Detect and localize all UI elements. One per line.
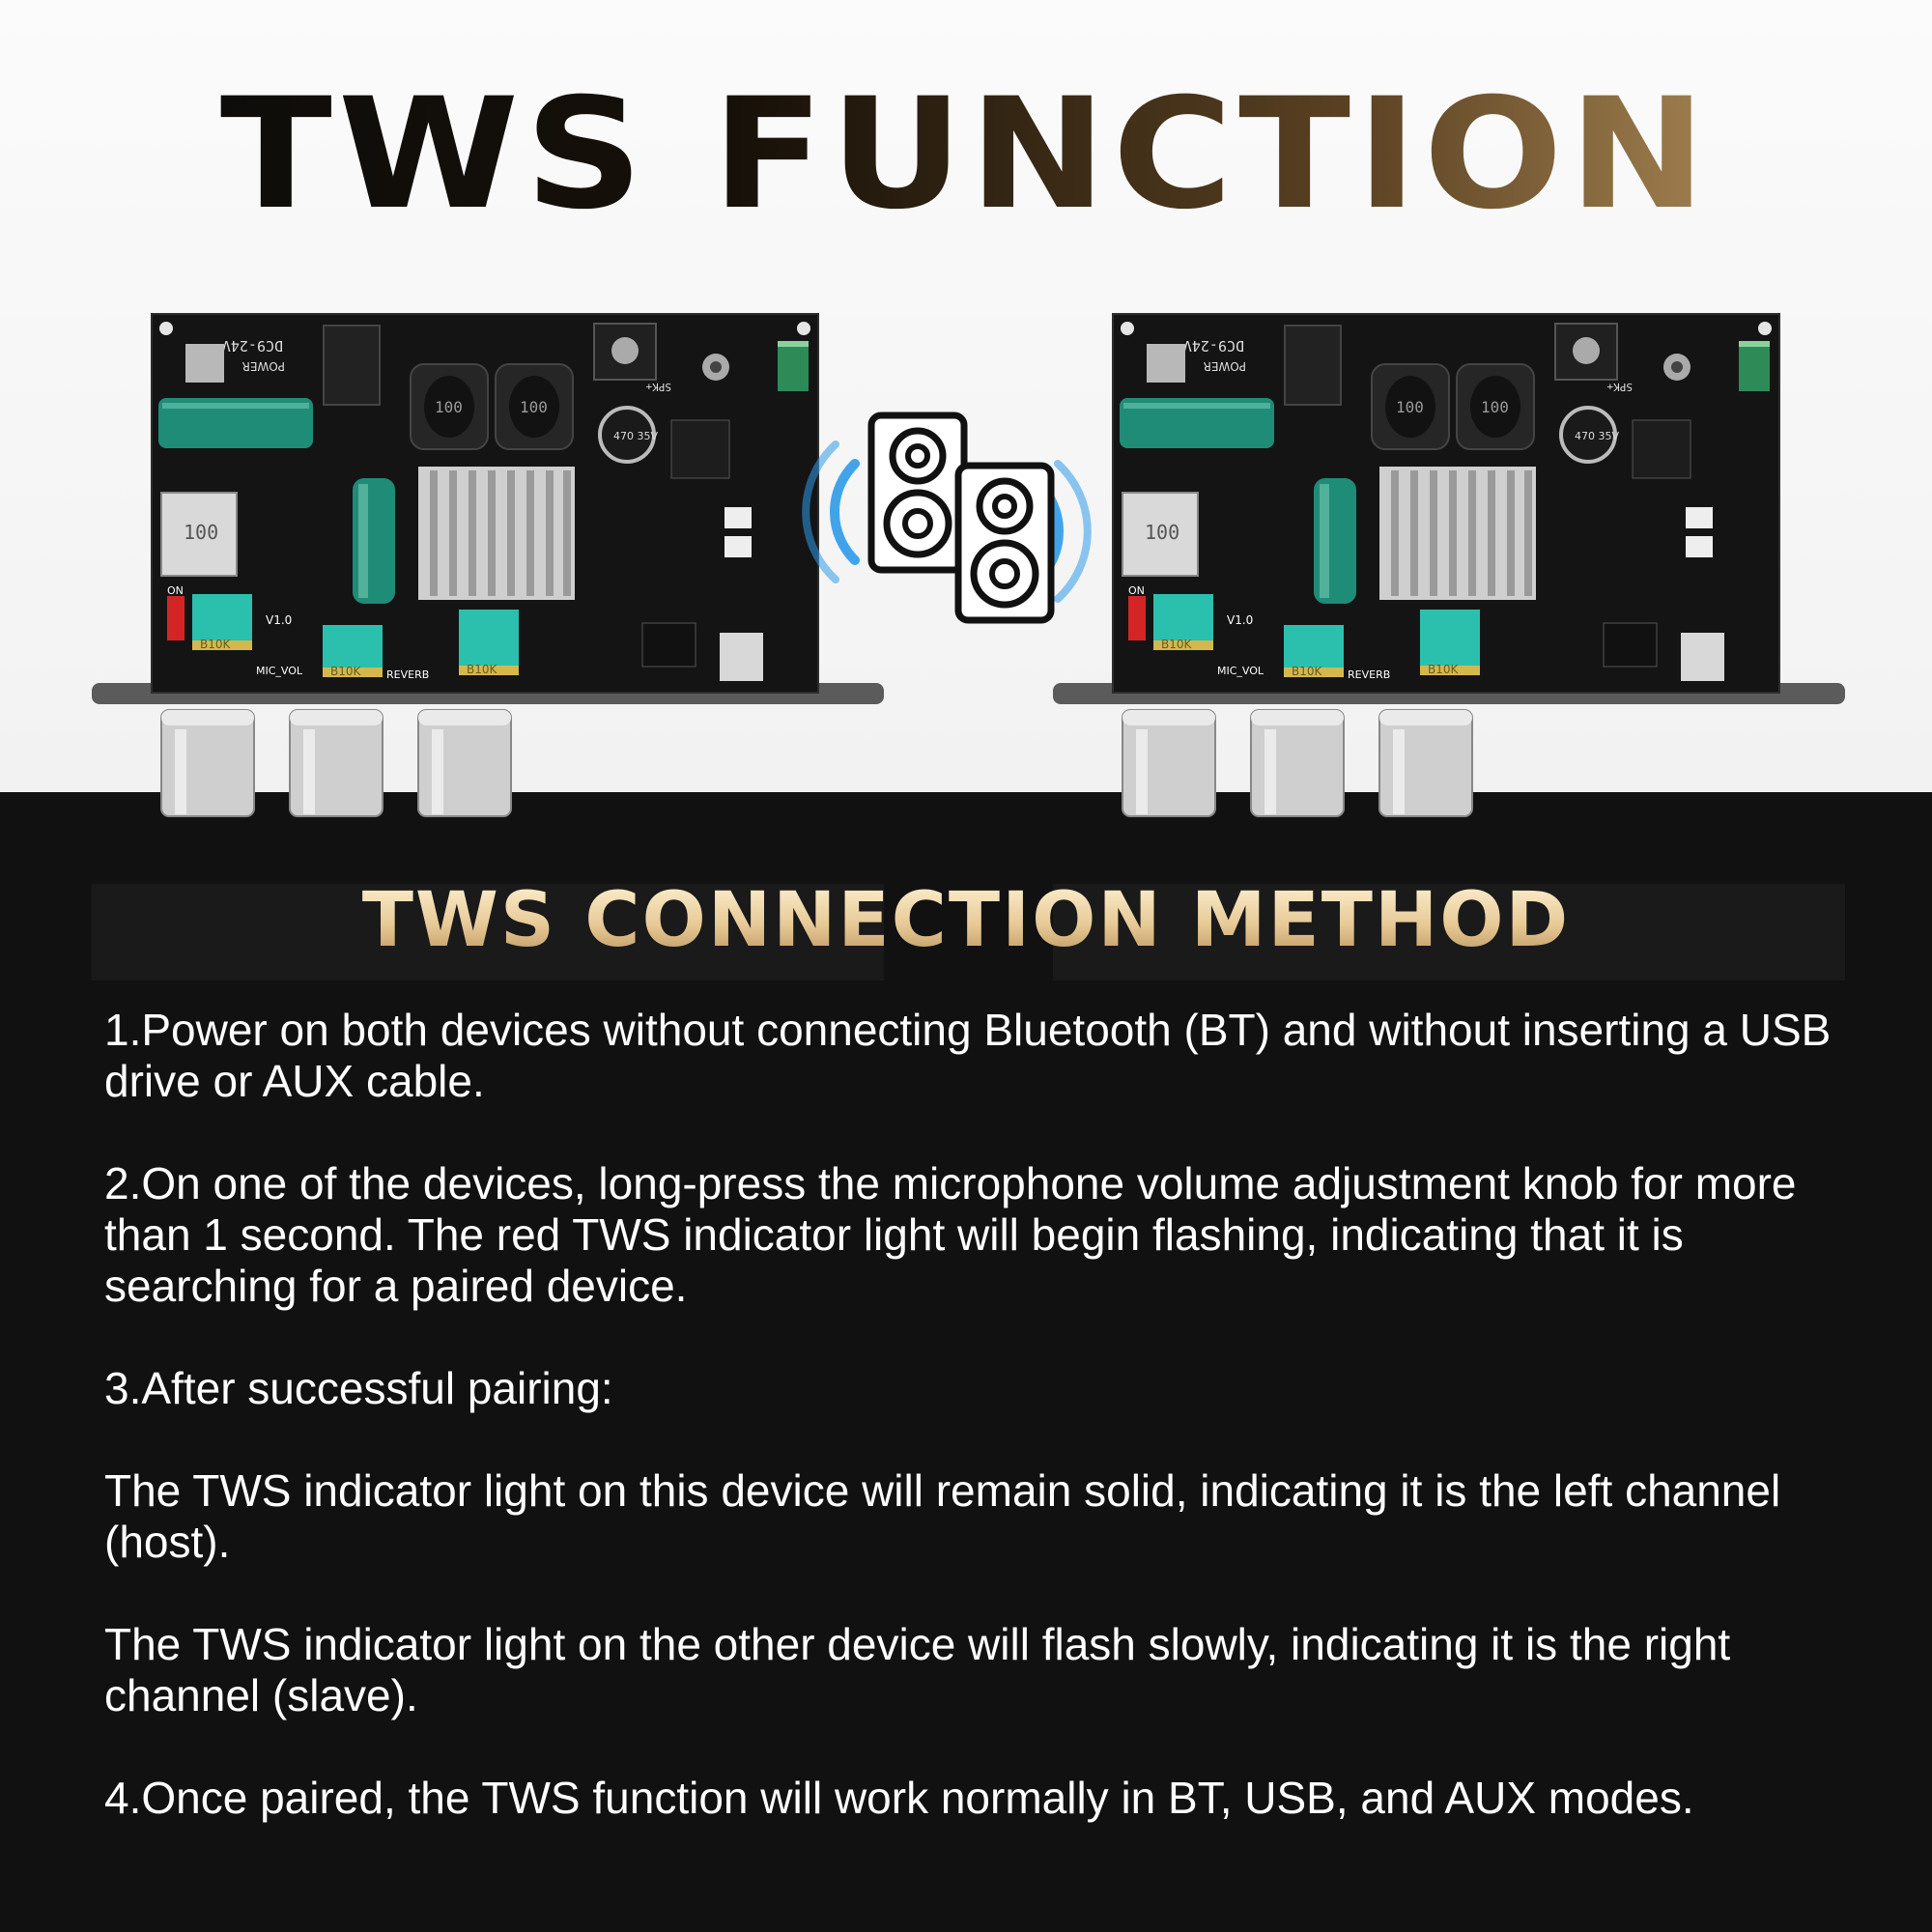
amplifier-board-left: DC9-24V POWER 100 100 470 35V SPK+ 100 (92, 313, 884, 980)
silk-on: ON (1128, 584, 1145, 597)
silk-power: POWER (1204, 359, 1246, 373)
silk-pot-label: B10K (1428, 663, 1460, 676)
silk-pot-label: B10K (200, 638, 232, 651)
instruction-step-3-host: The TWS indicator light on this device w… (104, 1465, 1781, 1567)
silk-pot-label: B10K (1292, 665, 1323, 678)
amplifier-board-right: DC9-24V POWER 100 100 470 35V SPK+ 100 (1053, 313, 1845, 980)
silk-pot-label: B10K (467, 663, 498, 676)
silk-pot-label: B10K (1161, 638, 1193, 651)
instruction-step-2: 2.On one of the devices, long-press the … (104, 1158, 1797, 1311)
silk-capacitor: 470 35V (613, 430, 658, 442)
silk-mic: MIC_VOL (256, 665, 303, 677)
silk-inductor: 100 (1481, 398, 1509, 416)
silk-inductor: 100 (435, 398, 463, 416)
silk-pot-label: B10K (330, 665, 362, 678)
silk-voltage: DC9-24V (222, 337, 283, 355)
silk-inductor: 100 (184, 521, 218, 544)
instruction-step-4: 4.Once paired, the TWS function will wor… (104, 1773, 1694, 1823)
bottom-background (0, 792, 1932, 1932)
silk-inductor: 100 (1145, 521, 1179, 544)
silk-reverb: REVERB (1348, 668, 1390, 681)
instruction-step-3: 3.After successful pairing: (104, 1363, 613, 1413)
silk-voltage: DC9-24V (1183, 337, 1244, 355)
instruction-step-1: 1.Power on both devices without connecti… (104, 1005, 1832, 1106)
silk-mic: MIC_VOL (1217, 665, 1264, 677)
silk-inductor: 100 (1396, 398, 1424, 416)
main-title: TWS FUNCTION (0, 65, 1932, 244)
silk-spk: SPK+ (1606, 381, 1633, 393)
section-title: TWS CONNECTION METHOD (0, 877, 1932, 964)
instructions-list: 1.Power on both devices without connecti… (104, 1005, 1843, 1824)
instruction-step-3-slave: The TWS indicator light on the other dev… (104, 1619, 1731, 1720)
speaker-pair-icon (802, 412, 1092, 624)
silk-reverb: REVERB (386, 668, 429, 681)
silk-version: V1.0 (1227, 613, 1253, 627)
silk-on: ON (167, 584, 184, 597)
silk-version: V1.0 (266, 613, 292, 627)
silk-power: POWER (242, 359, 285, 373)
silk-inductor: 100 (520, 398, 548, 416)
silk-capacitor: 470 35V (1575, 430, 1619, 442)
silk-spk: SPK+ (645, 381, 671, 393)
